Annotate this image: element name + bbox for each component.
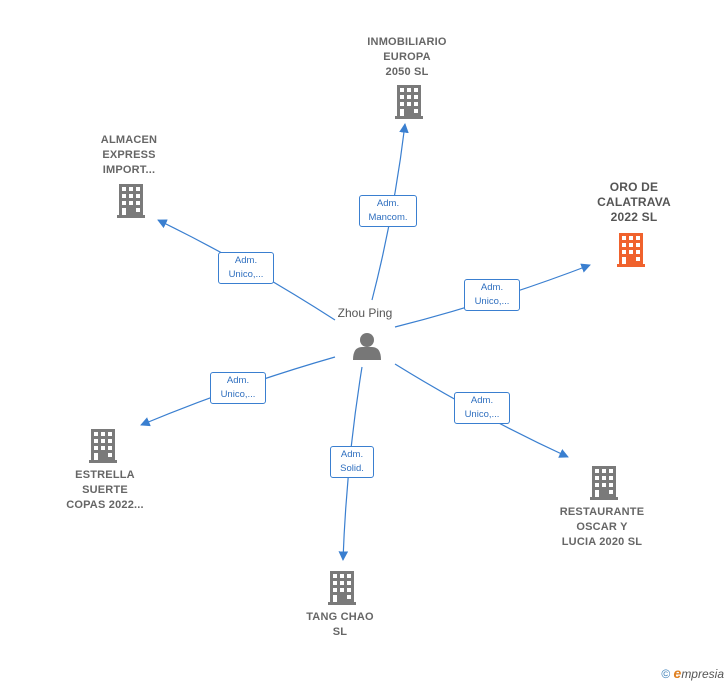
company-name-oro[interactable]: ORO DE CALATRAVA 2022 SL	[597, 180, 671, 224]
building-icon[interactable]	[617, 233, 645, 267]
building-icon[interactable]	[328, 571, 356, 605]
company-name-estrella[interactable]: ESTRELLA SUERTE COPAS 2022...	[66, 469, 144, 511]
icons-layer	[89, 85, 645, 605]
brand-initial: e	[673, 665, 682, 681]
edge-label-tang[interactable]: Adm. Solid.	[330, 446, 374, 478]
edge-label-estrella[interactable]: Adm. Unico,...	[210, 372, 266, 404]
building-icon[interactable]	[590, 466, 618, 500]
brand-footer[interactable]: © empresia	[661, 665, 724, 681]
company-name-restaurante[interactable]: RESTAURANTE OSCAR Y LUCIA 2020 SL	[559, 506, 645, 548]
building-icon[interactable]	[89, 429, 117, 463]
company-name-tang[interactable]: TANG CHAO SL	[306, 611, 374, 638]
building-icon[interactable]	[395, 85, 423, 119]
edge-label-oro[interactable]: Adm. Unico,...	[464, 279, 520, 311]
building-icon[interactable]	[117, 184, 145, 218]
edge-label-almacen[interactable]: Adm. Unico,...	[218, 252, 274, 284]
edge-label-restaurante[interactable]: Adm. Unico,...	[454, 392, 510, 424]
brand-name: mpresia	[681, 667, 724, 681]
person-name[interactable]: Zhou Ping	[337, 306, 393, 320]
copyright-symbol: ©	[661, 667, 671, 681]
person-icon[interactable]	[353, 333, 381, 360]
company-name-inmobiliario[interactable]: INMOBILIARIO EUROPA 2050 SL	[367, 36, 447, 78]
company-name-almacen[interactable]: ALMACEN EXPRESS IMPORT...	[100, 134, 158, 176]
edge-label-inmobiliario[interactable]: Adm. Mancom.	[359, 195, 417, 227]
